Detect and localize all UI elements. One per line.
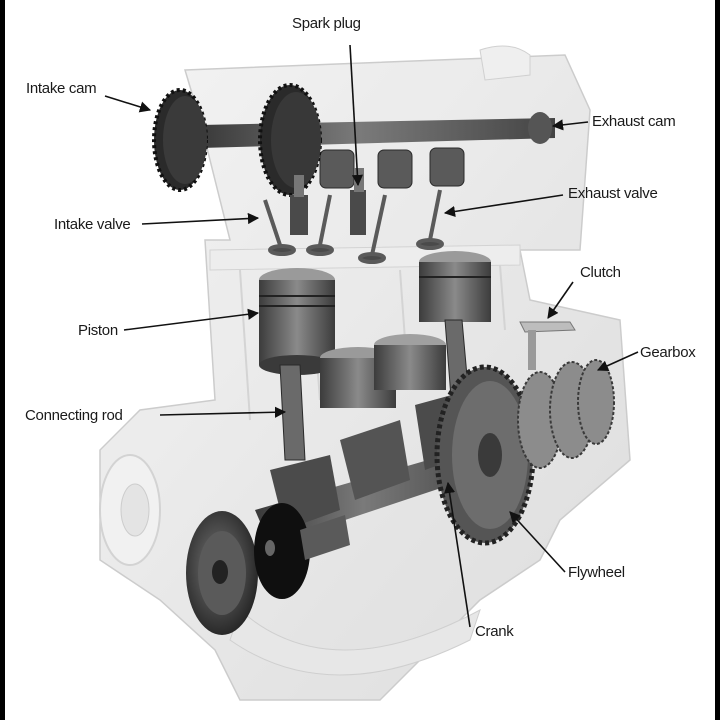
- label-gearbox: Gearbox: [640, 344, 696, 361]
- label-intake-valve: Intake valve: [54, 216, 131, 233]
- label-spark-plug: Spark plug: [292, 15, 361, 32]
- connecting-rods: [279, 319, 471, 461]
- leader-intake-valve: [141, 212, 260, 225]
- leader-lines: [104, 44, 639, 628]
- label-piston: Piston: [78, 322, 118, 339]
- clutch-lever: [519, 321, 576, 370]
- gearbox-gears: [517, 359, 615, 469]
- label-flywheel: Flywheel: [568, 564, 625, 581]
- intake-cam-gear: [152, 83, 322, 197]
- label-connecting-rod: Connecting rod: [25, 407, 123, 424]
- label-intake-cam: Intake cam: [26, 80, 97, 97]
- label-clutch: Clutch: [580, 264, 621, 281]
- crank-pulleys: [186, 503, 350, 635]
- pistons: [259, 251, 491, 408]
- leader-piston: [123, 308, 260, 331]
- valves: [263, 189, 444, 264]
- leader-exhaust-valve: [443, 194, 564, 218]
- leader-spark-plug: [349, 44, 364, 187]
- leader-flywheel: [509, 511, 566, 573]
- leader-clutch: [547, 281, 574, 319]
- label-crank: Crank: [475, 623, 514, 640]
- label-exhaust-valve: Exhaust valve: [568, 185, 658, 202]
- leader-intake-cam: [104, 95, 152, 113]
- leader-gearbox: [596, 351, 639, 371]
- label-exhaust-cam: Exhaust cam: [592, 113, 676, 130]
- leader-crank: [443, 481, 471, 628]
- flywheel: [434, 364, 536, 546]
- leader-exhaust-cam: [551, 119, 589, 131]
- leader-connecting-rod: [159, 406, 287, 418]
